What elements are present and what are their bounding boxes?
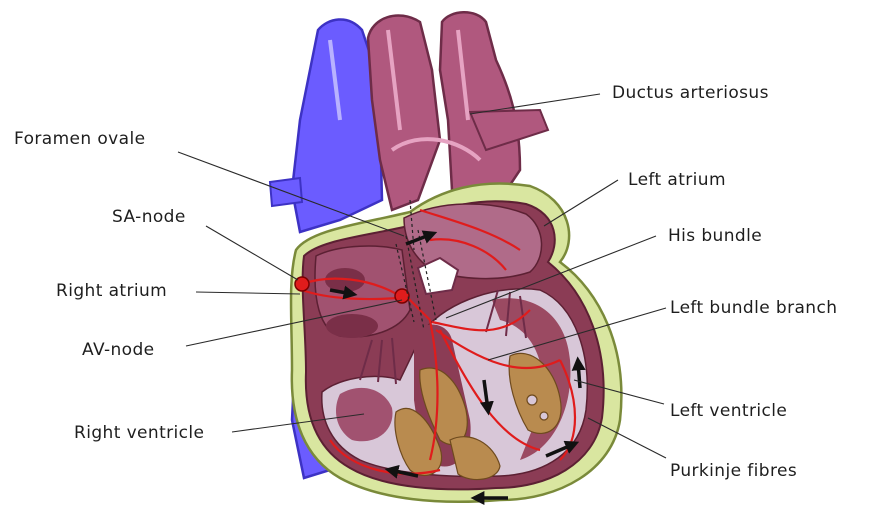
label-av-node: AV-node	[82, 340, 155, 360]
label-right-ventricle: Right ventricle	[74, 423, 204, 443]
label-left-atrium: Left atrium	[628, 170, 726, 190]
label-left-bundle-branch: Left bundle branch	[670, 298, 837, 318]
label-right-atrium: Right atrium	[56, 281, 167, 301]
label-ductus-arteriosus: Ductus arteriosus	[612, 83, 769, 103]
arrow-left-ventricle-up	[578, 362, 580, 388]
label-sa-node: SA-node	[112, 207, 186, 227]
label-his-bundle: His bundle	[668, 226, 762, 246]
label-purkinje-fibres: Purkinje fibres	[670, 461, 797, 481]
label-foramen-ovale: Foramen ovale	[14, 129, 145, 149]
label-left-ventricle: Left ventricle	[670, 401, 787, 421]
